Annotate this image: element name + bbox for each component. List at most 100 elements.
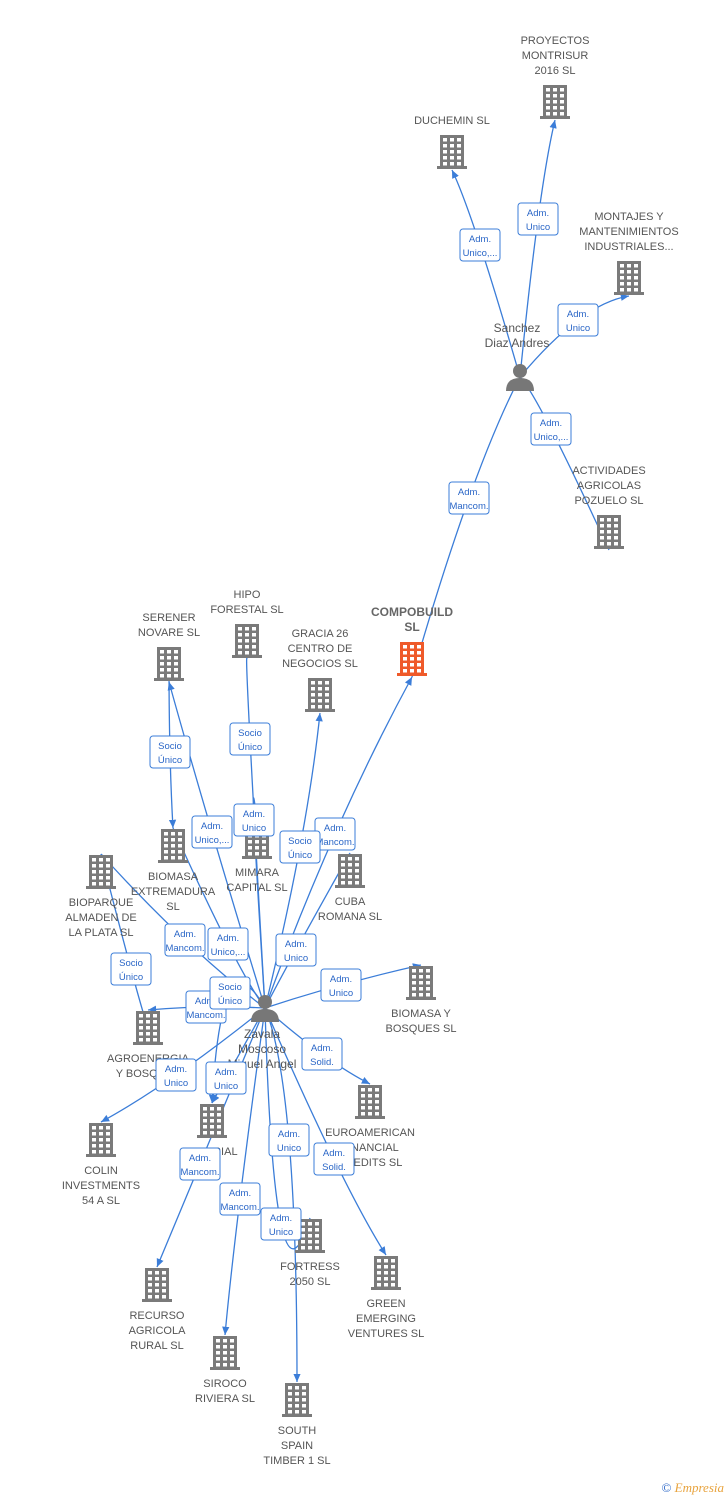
company-label: BIOMASA Y	[391, 1008, 451, 1020]
main-building-icon	[397, 642, 427, 676]
edge-sanchez-compobuild	[410, 376, 521, 678]
company-label: FORESTAL SL	[210, 604, 283, 616]
relation-label-text: Unico	[329, 988, 353, 999]
company-label: MONTAJES Y	[594, 211, 664, 223]
company-label: 2050 SL	[290, 1276, 331, 1288]
company-label: BOSQUES SL	[386, 1023, 457, 1035]
relation-label-zavala-fortress[interactable]: Adm.Unico	[260, 1207, 302, 1241]
relation-label-zavala-siroco[interactable]: Adm.Mancom.	[219, 1182, 261, 1216]
relation-label-zavala-green[interactable]: Adm. Solid.	[313, 1142, 355, 1176]
company-label: NEGOCIOS SL	[282, 658, 358, 670]
relation-label-zavala-recurso[interactable]: Adm.Mancom.	[179, 1147, 221, 1181]
relation-label-text: Adm.	[540, 418, 562, 429]
relation-label-text: Unico	[242, 823, 266, 834]
relation-label-sanchez-duchemin[interactable]: Adm.Unico,...	[459, 228, 501, 262]
building-icon	[437, 135, 467, 169]
relation-label-zavala-colin[interactable]: Adm.Unico	[155, 1058, 197, 1092]
relation-label-sanchez-montajes[interactable]: Adm.Unico	[557, 303, 599, 337]
person-icon	[506, 364, 534, 391]
company-label: SL	[166, 901, 179, 913]
relation-label-sanchez-proyectos[interactable]: Adm.Unico	[517, 202, 559, 236]
relation-label-zavala-mimara[interactable]: Adm. Unico	[233, 803, 275, 837]
building-icon	[154, 647, 184, 681]
relation-label-text: Unico,...	[534, 432, 569, 443]
company-label: POZUELO SL	[574, 495, 643, 507]
relation-label-text: Adm.	[330, 974, 352, 985]
relation-label-text: Unico	[526, 222, 550, 233]
relation-label-text: Socio	[218, 982, 242, 993]
building-icon	[133, 1011, 163, 1045]
relation-label-text: Único	[158, 755, 182, 766]
relation-label-zavala-biomasa_bosq[interactable]: Adm. Unico	[320, 968, 362, 1002]
relation-label-zavala-alterial[interactable]: Adm.Unico	[205, 1061, 247, 1095]
brand-logo[interactable]: Empresia	[674, 1480, 724, 1495]
building-icon	[540, 85, 570, 119]
building-icon	[614, 261, 644, 295]
relation-label-text: Adm.	[229, 1188, 251, 1199]
relation-label-text: Socio	[238, 728, 262, 739]
relation-label-zavala-biomasa_ext[interactable]: Adm.Unico,...	[207, 927, 249, 961]
company-node-montajes[interactable]: MONTAJES YMANTENIMIENTOSINDUSTRIALES...	[579, 211, 679, 295]
company-label: FORTRESS	[280, 1261, 340, 1273]
relation-label-zavala-cuba[interactable]: Adm.Unico	[275, 933, 317, 967]
company-node-duchemin[interactable]: DUCHEMIN SL	[414, 115, 490, 169]
relation-label-text: Único	[119, 972, 143, 983]
company-node-fortress[interactable]: FORTRESS 2050 SL	[280, 1219, 340, 1288]
relation-label-text: Unico	[284, 953, 308, 964]
relation-label-zavala-euroamerican[interactable]: Adm.Solid.	[301, 1037, 343, 1071]
relation-label-zavala-bioparque[interactable]: Adm.Mancom.	[164, 923, 206, 957]
relation-label-text: Adm.	[243, 809, 265, 820]
company-node-biomasa_bosq[interactable]: BIOMASA Y BOSQUES SL	[386, 966, 457, 1035]
relation-label-sanchez-actividades[interactable]: Adm. Unico,...	[530, 412, 572, 446]
company-label: CUBA	[335, 896, 366, 908]
company-label: SERENER	[142, 612, 195, 624]
company-label: INDUSTRIALES...	[584, 241, 673, 253]
relation-label-text: Adm.	[323, 1148, 345, 1159]
building-icon	[295, 1219, 325, 1253]
relation-label-zavala-south[interactable]: Adm.Unico	[268, 1123, 310, 1157]
building-icon	[305, 678, 335, 712]
relation-label-text: Solid.	[322, 1162, 346, 1173]
relation-label-zavala-serener[interactable]: Adm.Unico,...	[191, 815, 233, 849]
relation-label-text: Unico	[164, 1078, 188, 1089]
relation-label-text: Mancom.	[165, 943, 204, 954]
person-label: Moscoso	[238, 1042, 286, 1056]
company-label: COLIN	[84, 1165, 118, 1177]
company-label: RURAL SL	[130, 1340, 183, 1352]
relation-label-zavala-compobuild[interactable]: Adm.Mancom.	[314, 817, 356, 851]
company-label: FINANCIAL	[341, 1142, 398, 1154]
relation-label-sanchez-compobuild[interactable]: Adm.Mancom.	[448, 481, 490, 515]
relation-label-text: Adm.	[195, 996, 217, 1007]
company-label: INVESTMENTS	[62, 1180, 140, 1192]
relation-label-text: Adm.	[311, 1043, 333, 1054]
company-label: VENTURES SL	[348, 1328, 424, 1340]
person-icon	[251, 995, 279, 1022]
relation-label-text: Adm.	[458, 487, 480, 498]
company-label: 54 A SL	[82, 1195, 120, 1207]
company-node-colin[interactable]: COLIN INVESTMENTS 54 A SL	[62, 1123, 140, 1207]
building-icon	[86, 855, 116, 889]
copyright-footer: © Empresia	[662, 1480, 725, 1496]
